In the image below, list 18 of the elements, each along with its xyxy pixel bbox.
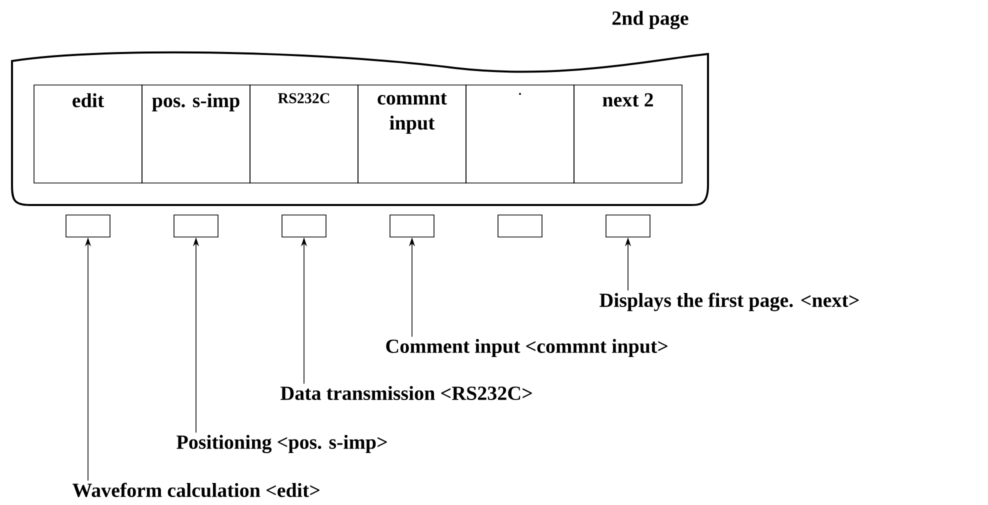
node-label: 2nd page (612, 10, 688, 30)
description-text: Comment input <commnt input> (386, 338, 668, 358)
description-text: Data transmission <RS232C> (280, 386, 532, 400)
menu-cell: commnt input (358, 84, 466, 184)
key-button (606, 214, 650, 238)
description-text: Waveform calculation <edit> (72, 482, 320, 498)
key-button (174, 214, 218, 238)
key-button (498, 214, 542, 238)
empty-cell (466, 84, 574, 184)
menu-cell: edit (34, 84, 142, 184)
key-button (66, 214, 110, 238)
menu-cell: pos. s-imp (142, 84, 250, 184)
description-text: Positioning <pos. s-imp> (176, 434, 387, 454)
key-button (282, 214, 326, 238)
menu-cell: next 2 (574, 84, 682, 184)
menu-cell: RS232C (250, 84, 358, 184)
key-button (390, 214, 434, 238)
description-text: Displays the first page. <next> (600, 292, 859, 312)
